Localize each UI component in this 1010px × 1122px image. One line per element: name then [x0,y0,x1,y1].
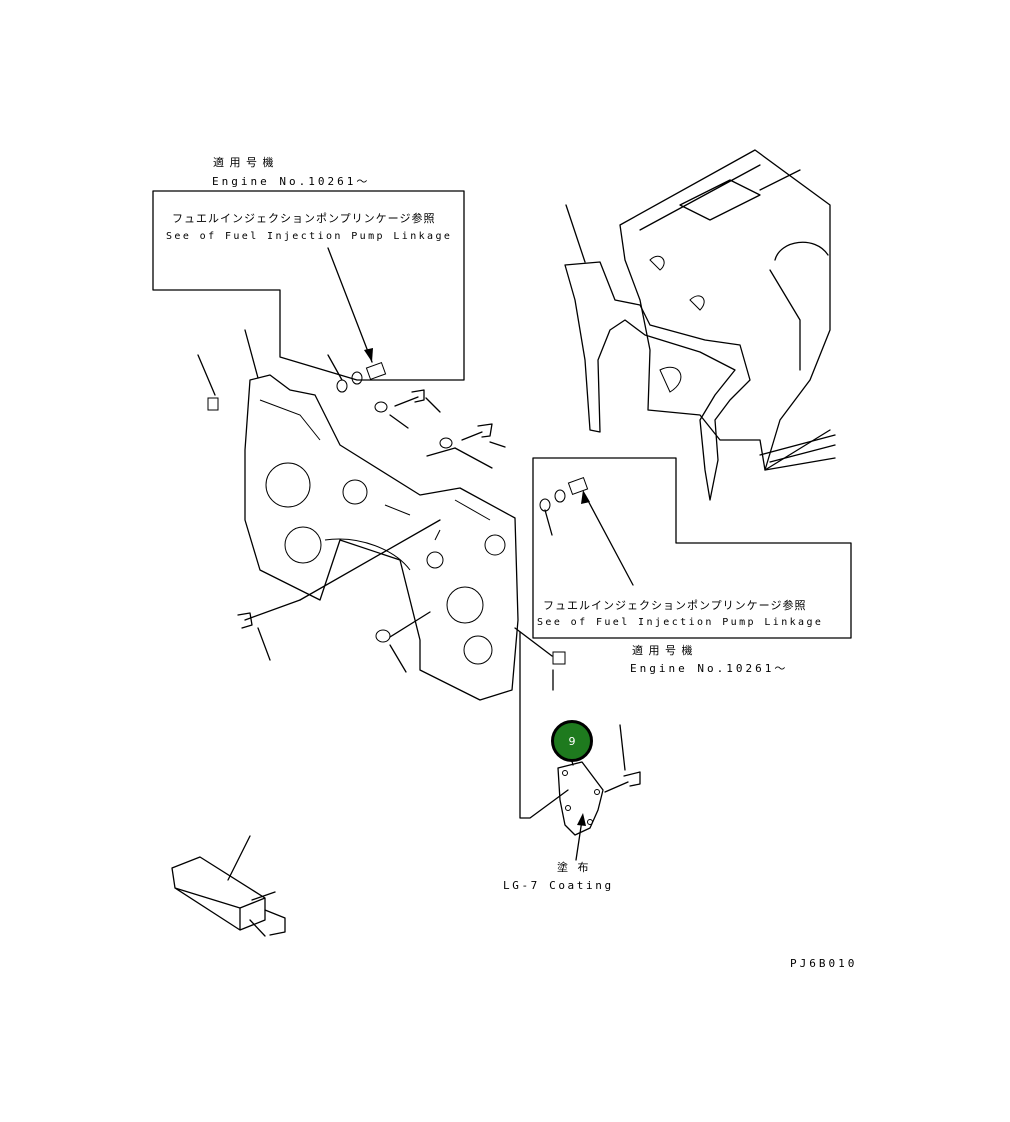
leader-line [565,204,586,263]
leader-line [327,247,373,363]
part-callout-9[interactable]: 9 [551,720,593,762]
arrow-head [364,348,373,362]
top-reference-text-en: See of Fuel Injection Pump Linkage [166,231,453,242]
front-cover-gasket [564,261,751,501]
right-engine-number: Engine No.10261～ [630,662,789,675]
small-parts [197,329,589,819]
leader-line [584,494,634,586]
arrow-head [581,490,590,504]
engine-block [619,149,836,471]
cover-plate [557,724,641,861]
top-reference-box [152,190,465,381]
top-applicable-label-jp: 適 用 号 機 [213,156,275,169]
top-engine-number: Engine No.10261～ [212,175,371,188]
front-gear-cover [244,374,519,701]
installation-tool [171,835,286,937]
right-reference-box [532,457,852,639]
right-reference-text-jp: フュエルインジェクションポンプリンケージ参照 [543,599,807,612]
right-applicable-label-jp: 適 用 号 機 [632,644,694,657]
coating-label-jp: 塗 布 [557,861,592,874]
callout-number: 9 [568,734,576,748]
right-reference-text-en: See of Fuel Injection Pump Linkage [537,617,824,628]
coating-label-en: LG-7 Coating [503,879,614,892]
figure-id: PJ6B010 [790,957,858,970]
top-reference-text-jp: フュエルインジェクションポンプリンケージ参照 [172,212,436,225]
